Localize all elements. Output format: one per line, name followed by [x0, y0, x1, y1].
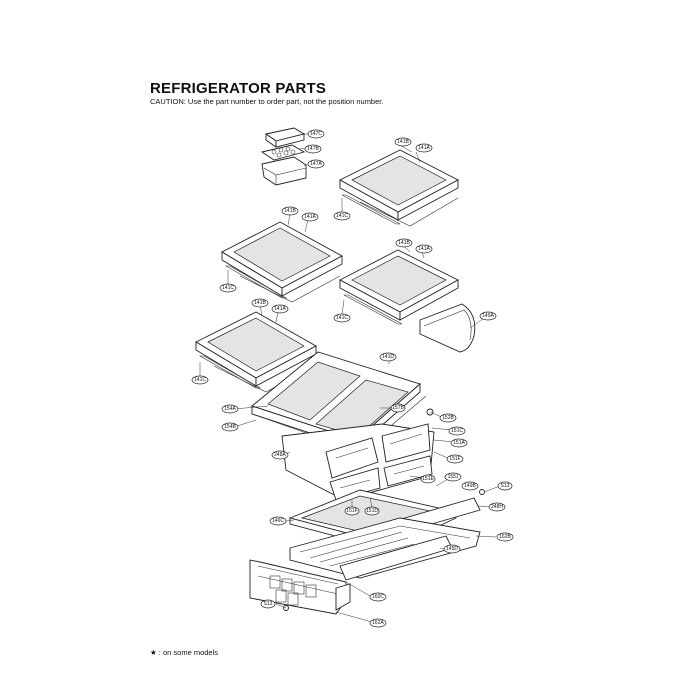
- label-149b: 149B: [461, 481, 479, 491]
- label-141c-b: 141C: [219, 283, 237, 293]
- label-248h: 248H: [488, 502, 506, 512]
- shelf-d: [195, 311, 317, 393]
- svg-text:151D: 151D: [366, 508, 378, 514]
- svg-text:248H: 248H: [491, 504, 503, 510]
- label-147a: 147A: [307, 159, 325, 169]
- egg-box-assembly: [260, 127, 307, 186]
- label-152b: 152B: [439, 413, 457, 423]
- label-154b: 154B: [221, 422, 239, 432]
- svg-text:151F: 151F: [346, 508, 357, 514]
- label-157b: 157B: [390, 403, 406, 413]
- label-151d: 151D: [364, 506, 380, 516]
- caution-note: CAUTION: Use the part number to order pa…: [150, 97, 384, 106]
- svg-text:149A: 149A: [482, 313, 494, 319]
- label-151c: 151C: [448, 426, 466, 436]
- label-162a: 162A: [369, 618, 387, 628]
- svg-text:147C: 147C: [310, 131, 322, 137]
- svg-text:149B: 149B: [464, 483, 476, 489]
- label-s13-left: S13: [260, 599, 276, 609]
- svg-text:157B: 157B: [392, 405, 404, 411]
- label-141c-d: 141C: [191, 375, 209, 385]
- svg-text:151A: 151A: [453, 440, 465, 446]
- footnote: ★ : on some models: [150, 648, 219, 657]
- svg-text:141A: 141A: [274, 306, 286, 312]
- shelf-a: [339, 149, 459, 227]
- svg-text:141B: 141B: [254, 300, 266, 306]
- label-155j: 155J: [444, 472, 462, 482]
- label-147c: 147C: [307, 129, 325, 139]
- svg-text:141C: 141C: [336, 315, 348, 321]
- label-141c-a: 141C: [333, 211, 351, 221]
- svg-text:141B: 141B: [284, 208, 296, 214]
- svg-text:141C: 141C: [194, 377, 206, 383]
- svg-text:145D: 145D: [446, 546, 458, 552]
- label-154a: 154A: [221, 404, 239, 414]
- shelf-b: [221, 221, 343, 303]
- svg-text:141C: 141C: [222, 285, 234, 291]
- label-151f-b: 151F: [344, 506, 360, 516]
- svg-text:141A: 141A: [304, 214, 316, 220]
- label-141a-a: 141A: [415, 143, 433, 153]
- label-146c: 146C: [269, 516, 287, 526]
- label-141a-d: 141A: [271, 304, 289, 314]
- label-141d: 141D: [379, 352, 397, 362]
- label-151f-a: 151F: [446, 454, 464, 464]
- shelf-c: [339, 249, 459, 325]
- label-160c: 160C: [369, 592, 387, 602]
- svg-text:162B: 162B: [499, 534, 511, 540]
- svg-text:141B: 141B: [397, 139, 409, 145]
- svg-text:141C: 141C: [336, 213, 348, 219]
- label-151a: 151A: [450, 438, 468, 448]
- svg-text:151F: 151F: [449, 456, 460, 462]
- label-147b: 147B: [304, 144, 322, 154]
- label-s13-right: S13: [497, 481, 513, 491]
- svg-text:141A: 141A: [418, 145, 430, 151]
- svg-text:154A: 154A: [224, 406, 236, 412]
- label-141b-c: 141B: [395, 238, 413, 248]
- pantry-assembly: [249, 517, 481, 615]
- label-151e: 151E: [420, 474, 436, 484]
- label-141a-c: 141A: [415, 244, 433, 254]
- svg-text:162A: 162A: [372, 620, 384, 626]
- label-145d: 145D: [443, 544, 461, 554]
- svg-text:151E: 151E: [422, 476, 434, 482]
- svg-text:141D: 141D: [382, 354, 394, 360]
- label-162b: 162B: [496, 532, 514, 542]
- label-141b-d: 141B: [251, 298, 269, 308]
- svg-text:147A: 147A: [310, 161, 322, 167]
- svg-text:141B: 141B: [398, 240, 410, 246]
- svg-text:151C: 151C: [451, 428, 463, 434]
- label-141c-c: 141C: [333, 313, 351, 323]
- svg-text:154B: 154B: [224, 424, 236, 430]
- svg-text:141A: 141A: [418, 246, 430, 252]
- crisper-drawers: [281, 408, 435, 501]
- svg-text:160C: 160C: [372, 594, 384, 600]
- svg-text:146C: 146C: [272, 518, 284, 524]
- svg-text:152B: 152B: [442, 415, 454, 421]
- svg-text:S13: S13: [501, 483, 510, 489]
- label-141b-b: 141B: [281, 206, 299, 216]
- svg-text:155J: 155J: [448, 474, 459, 480]
- svg-text:S13: S13: [264, 601, 273, 607]
- shelf-guard: [419, 303, 476, 353]
- svg-text:248A: 248A: [274, 452, 286, 458]
- svg-text:147B: 147B: [307, 146, 319, 152]
- label-141a-b: 141A: [301, 212, 319, 222]
- label-248a: 248A: [271, 450, 289, 460]
- label-149a: 149A: [479, 311, 497, 321]
- label-141b-a: 141B: [394, 137, 412, 147]
- page-title: REFRIGERATOR PARTS: [150, 80, 327, 97]
